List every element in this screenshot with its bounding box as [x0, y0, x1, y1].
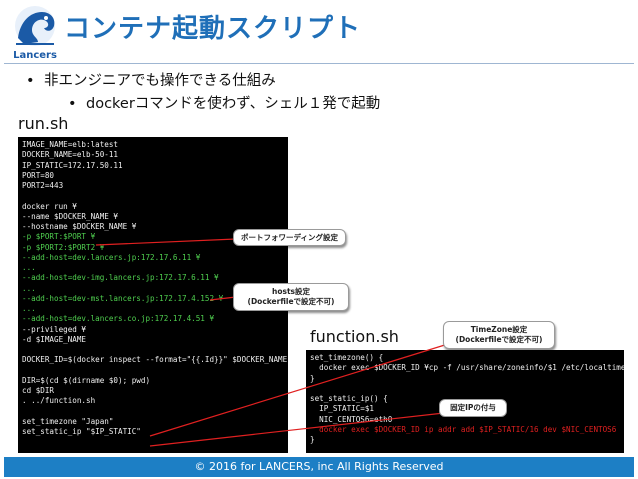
code-line — [22, 345, 284, 355]
code-line: DOCKER_NAME=elb-50-11 — [22, 150, 119, 160]
code-line: --add-host=dev.lancers.co.jp:172.17.4.51… — [22, 314, 215, 324]
code-line: } — [310, 435, 315, 444]
code-line: ... — [22, 263, 36, 272]
callout-timezone: TimeZone設定(Dockerfileで設定不可) — [443, 321, 555, 349]
code-line: DIR=$(cd $(dirname $0); pwd) — [22, 375, 151, 385]
callout-port-forwarding: ポートフォワーディング設定 — [233, 229, 346, 246]
callout-text: 固定IPの付与 — [450, 403, 496, 412]
page-title: コンテナ起動スクリプト — [64, 14, 362, 44]
callout-line-1: TimeZone設定 — [470, 325, 528, 334]
code-line: -p $PORT2:$PORT2 ¥ — [22, 242, 105, 252]
code-line: cd $DIR — [22, 386, 55, 395]
code-line: IMAGE_NAME=elb:latest — [22, 140, 119, 149]
code-line: . ../function.sh — [22, 396, 96, 406]
code-line — [22, 191, 284, 201]
bullet-text: 非エンジニアでも操作できる仕組み — [44, 73, 276, 89]
code-line: docker exec $DOCKER_ID ¥cp -f /usr/share… — [310, 363, 624, 373]
code-line: DOCKER_ID=$(docker inspect --format="{{.… — [22, 355, 288, 365]
code-line — [22, 366, 284, 376]
run-sh-label: run.sh — [18, 114, 69, 133]
code-line: } — [310, 373, 315, 383]
callout-line-2: (Dockerfileで設定不可) — [247, 297, 335, 306]
function-sh-label: function.sh — [310, 327, 399, 346]
callout-line-1: hosts設定 — [271, 287, 310, 296]
code-line: -p $PORT:$PORT ¥ — [22, 232, 96, 242]
callout-static-ip: 固定IPの付与 — [439, 399, 507, 417]
code-line — [22, 407, 284, 417]
code-line: --name $DOCKER_NAME ¥ — [22, 211, 119, 221]
footer-copyright: © 2016 for LANCERS, inc All Rights Reser… — [4, 457, 634, 477]
code-line: --privileged ¥ — [22, 324, 87, 334]
lancers-logo-icon — [15, 6, 55, 46]
code-line — [310, 384, 620, 394]
code-line: --add-host=dev.lancers.jp:172.17.6.11 ¥ — [22, 252, 201, 262]
code-line: PORT2=443 — [22, 181, 64, 190]
code-line: docker run ¥ — [22, 201, 77, 211]
callout-hosts: hosts設定(Dockerfileで設定不可) — [233, 283, 349, 311]
code-line: set_static_ip "$IP_STATIC" — [22, 427, 141, 436]
code-line: docker exec $DOCKER_ID ip addr add $IP_S… — [310, 424, 617, 434]
code-line: PORT=80 — [22, 170, 55, 180]
title-divider — [4, 63, 634, 64]
code-line: set_timezone "Japan" — [22, 416, 114, 426]
bullet-item-2: • dockerコマンドを使わず、シェル１発で起動 — [68, 92, 380, 113]
bullet-dot-icon: • — [68, 96, 77, 112]
code-line: -d $IMAGE_NAME — [22, 334, 87, 344]
code-line: ... — [22, 283, 36, 293]
code-line: set_timezone() { — [310, 353, 384, 362]
code-line: --add-host=dev-img.lancers.jp:172.17.6.1… — [22, 273, 219, 283]
brand-name: Lancers — [13, 50, 57, 61]
bullet-text: dockerコマンドを使わず、シェル１発で起動 — [86, 96, 381, 112]
bullet-dot-icon: • — [26, 73, 35, 89]
callout-text: ポートフォワーディング設定 — [241, 233, 338, 242]
code-line: ... — [22, 304, 36, 313]
code-line: IP_STATIC=172.17.50.11 — [22, 160, 123, 170]
code-line: --hostname $DOCKER_NAME ¥ — [22, 222, 137, 231]
callout-line-2: (Dockerfileで設定不可) — [455, 335, 543, 344]
bullet-item-1: • 非エンジニアでも操作できる仕組み — [26, 69, 276, 90]
